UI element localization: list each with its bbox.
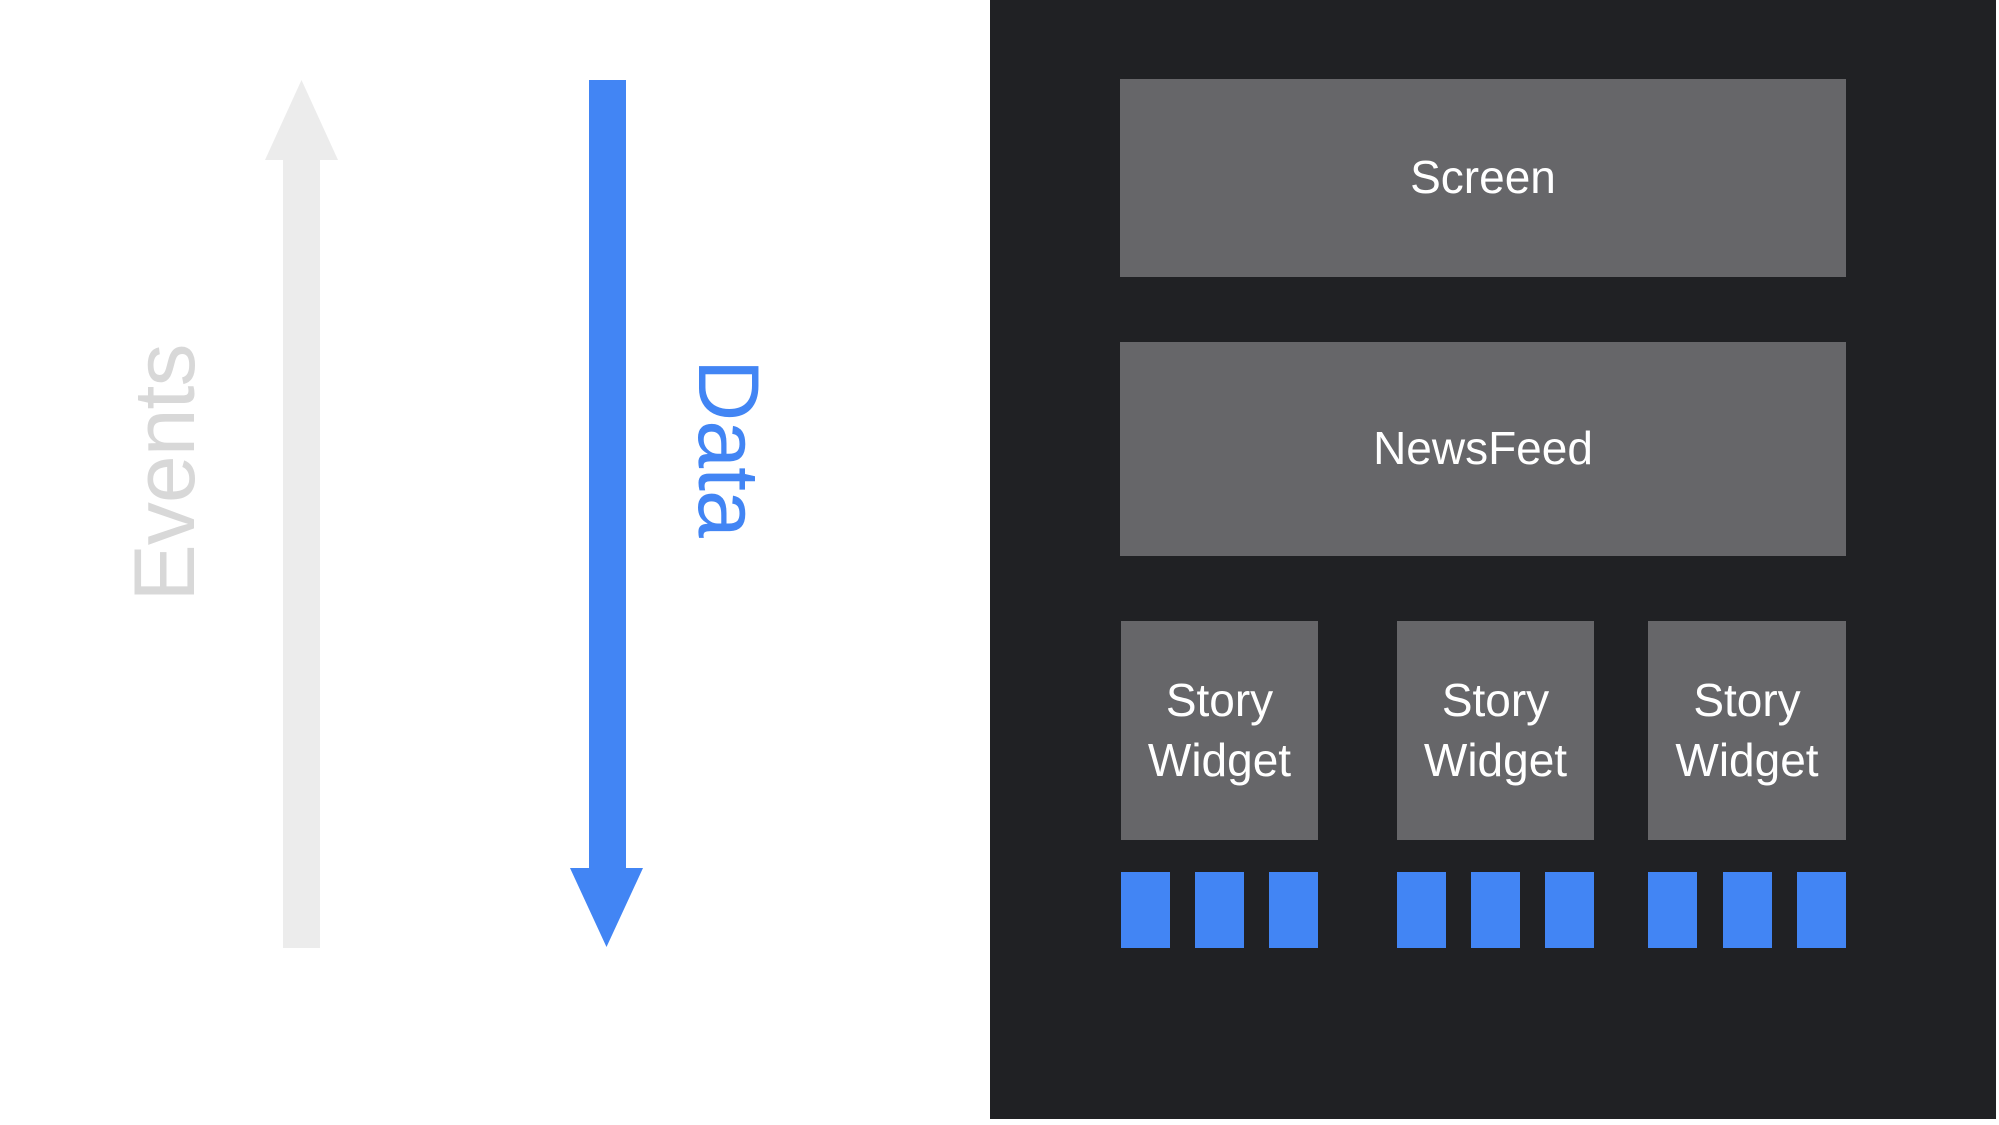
widget-tree-panel: Screen NewsFeed Story Widget Story Widge… [990, 0, 1996, 1119]
story-widget-box: Story Widget [1121, 621, 1318, 840]
newsfeed-box-label: NewsFeed [1373, 422, 1593, 475]
story-data-squares [1397, 872, 1594, 948]
events-up-arrow [265, 80, 338, 948]
data-square [1797, 872, 1846, 948]
screen-box-label: Screen [1410, 151, 1556, 204]
data-label: Data [680, 359, 776, 537]
data-square [1722, 872, 1772, 948]
data-square [1545, 872, 1594, 948]
story-widget-box-label: Story Widget [1147, 673, 1292, 786]
story-widget-box: Story Widget [1648, 621, 1846, 840]
story-data-squares [1121, 872, 1318, 948]
newsfeed-box: NewsFeed [1120, 342, 1846, 556]
story-widget-box: Story Widget [1397, 621, 1594, 840]
data-down-arrow [570, 80, 643, 947]
data-square [1471, 872, 1520, 948]
story-data-squares [1648, 872, 1846, 948]
screen-box: Screen [1120, 79, 1846, 277]
data-square [1269, 872, 1318, 948]
data-square [1648, 872, 1697, 948]
events-label: Events [117, 344, 213, 602]
story-widget-box-label: Story Widget [1423, 673, 1568, 786]
data-square [1195, 872, 1244, 948]
data-square [1397, 872, 1446, 948]
data-square [1121, 872, 1170, 948]
story-widget-box-label: Story Widget [1675, 673, 1819, 786]
